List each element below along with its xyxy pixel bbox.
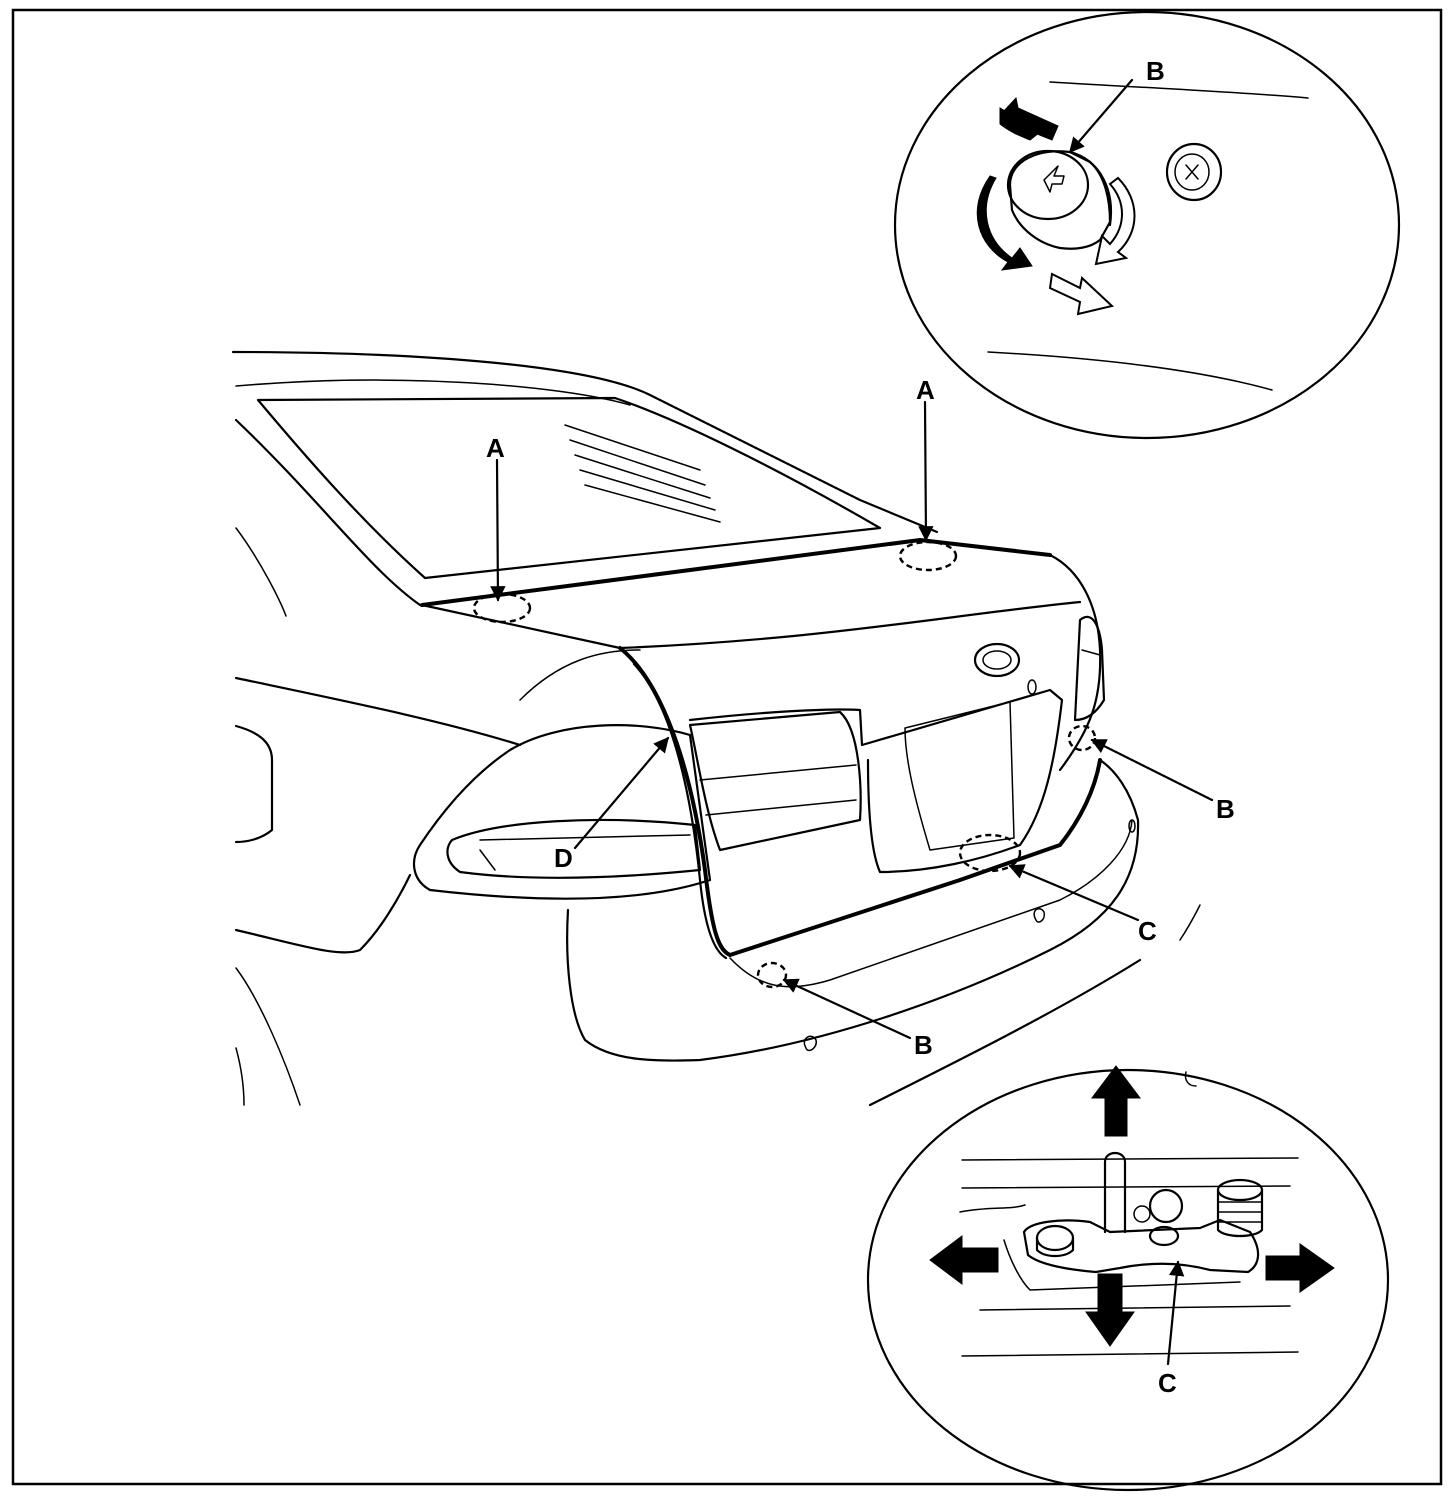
diagram-frame [11, 8, 1443, 1486]
move-arrow-icon [1085, 1273, 1135, 1347]
arrow-icon [1068, 78, 1134, 154]
label-c-inset: C [1158, 1368, 1177, 1398]
car-body-illustration [231, 350, 1201, 1107]
rotate-arrow-icon [976, 175, 1033, 271]
label-c-main: C [1138, 916, 1157, 946]
move-arrow-icon [929, 1235, 999, 1285]
clip-location-a-left [472, 592, 532, 624]
inset-striker [866, 1068, 1390, 1492]
move-arrow-icon [1048, 272, 1115, 316]
label-b-bottom: B [914, 1030, 933, 1060]
label-b-right: B [1216, 794, 1235, 824]
clip-location-b-right [1067, 724, 1097, 752]
label-b-inset: B [1146, 56, 1165, 86]
rotate-arrow-icon [1094, 176, 1136, 266]
move-arrow-icon [1265, 1243, 1335, 1293]
label-a-right: A [916, 375, 935, 405]
arrow-icon [490, 400, 1214, 1040]
arrow-icon [1166, 1260, 1185, 1366]
clip-location-a-right [898, 540, 958, 572]
move-arrow-icon [1002, 96, 1059, 141]
inset-bumper-clip [893, 10, 1401, 440]
move-arrow-icon [1091, 1065, 1141, 1137]
label-d: D [554, 843, 573, 873]
clip-location-b-bottom [756, 961, 788, 989]
clip-location-c [958, 833, 1022, 873]
label-a-left: A [486, 433, 505, 463]
